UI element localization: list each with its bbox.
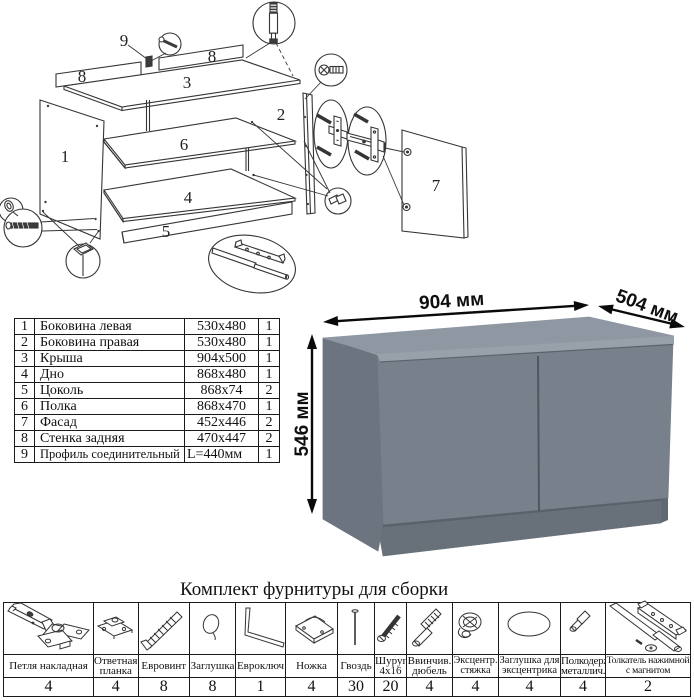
svg-text:3: 3 <box>183 73 192 92</box>
svg-text:1: 1 <box>61 147 70 166</box>
svg-text:8: 8 <box>78 67 87 86</box>
svg-text:5: 5 <box>162 222 171 241</box>
svg-text:546 мм: 546 мм <box>292 391 313 456</box>
svg-text:2: 2 <box>277 105 286 124</box>
svg-text:8: 8 <box>208 47 217 66</box>
svg-text:904 мм: 904 мм <box>418 289 484 314</box>
svg-text:4: 4 <box>184 188 193 207</box>
svg-text:9: 9 <box>120 31 129 50</box>
svg-text:6: 6 <box>180 135 189 154</box>
svg-text:504 мм: 504 мм <box>613 286 681 328</box>
svg-text:7: 7 <box>432 176 441 195</box>
